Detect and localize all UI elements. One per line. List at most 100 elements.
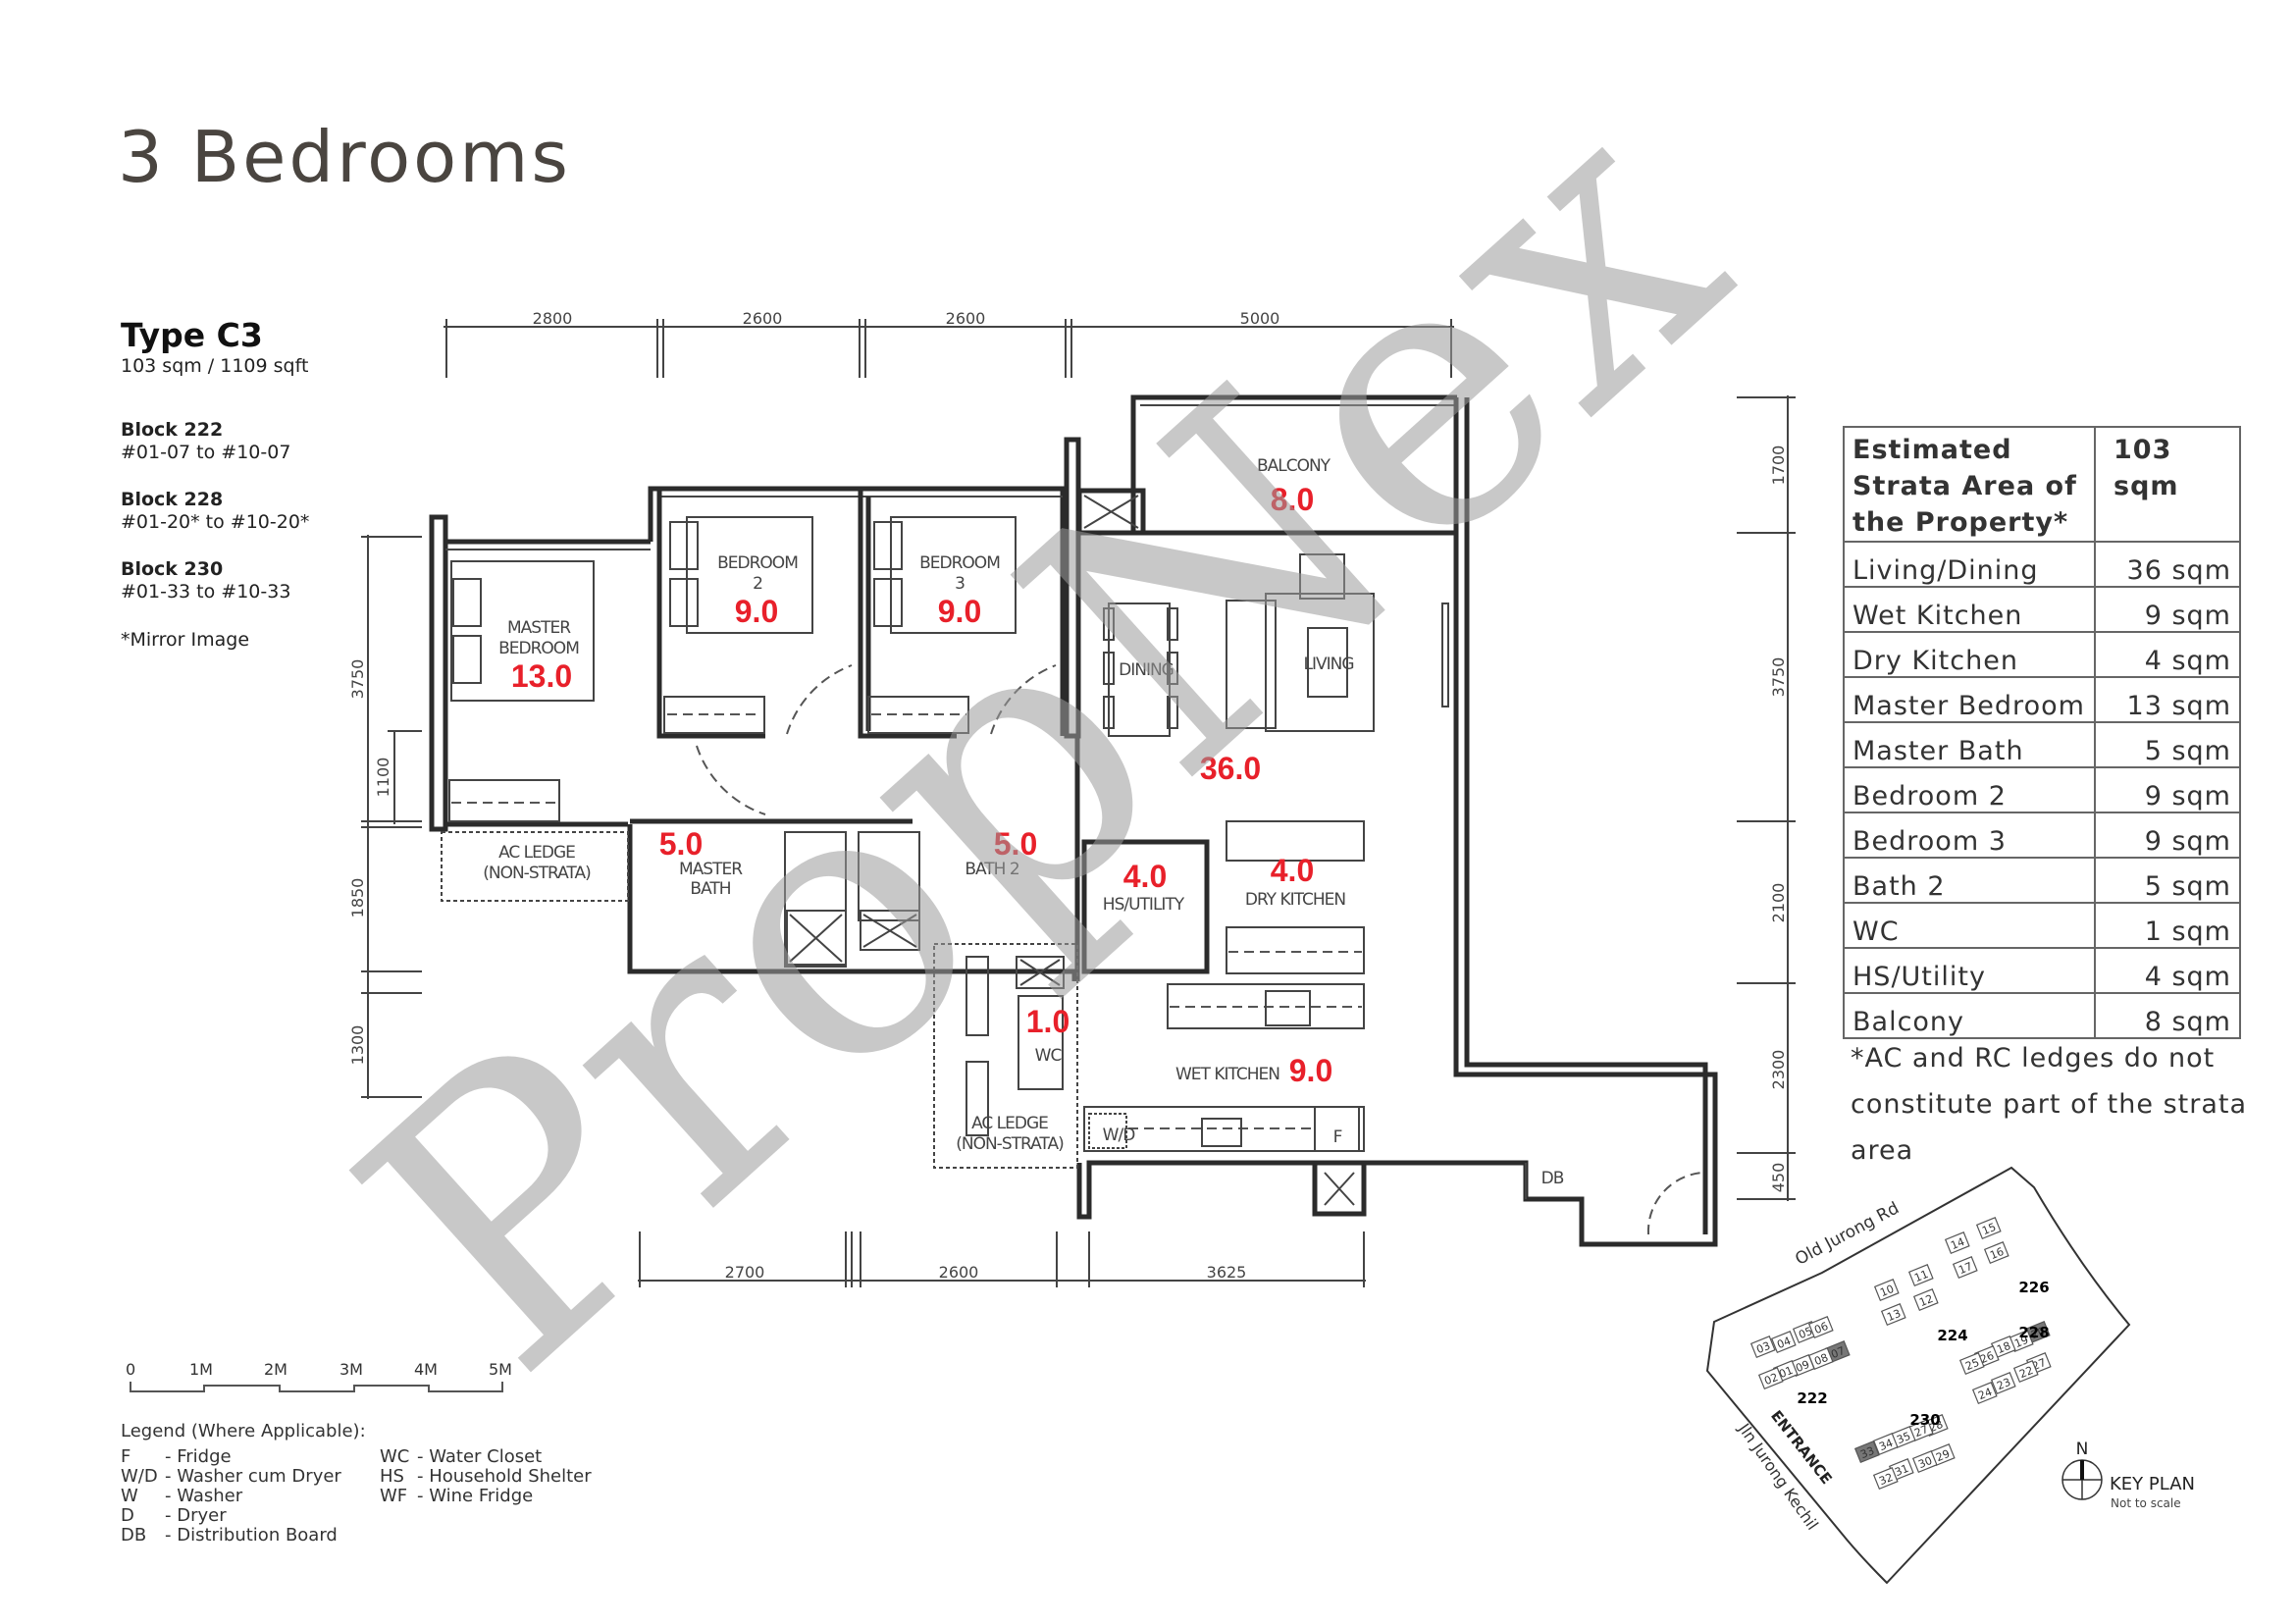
unit-footprint	[1807, 1316, 1834, 1339]
room-label-wc: WC	[1035, 1046, 1062, 1066]
key-plan-unit: 17	[1952, 1256, 1978, 1280]
key-plan: Old Jurong Rd ENTRANCE Jln Jurong Kechil…	[1705, 1166, 2195, 1585]
block-label: 228	[2018, 1324, 2049, 1341]
dim-right: 2300	[1769, 1050, 1788, 1090]
unit-number: 26	[1978, 1349, 1996, 1366]
legend-code: W/D	[121, 1466, 158, 1487]
unit-number: 14	[1949, 1235, 1966, 1252]
row-value: 1 sqm	[2094, 902, 2241, 949]
unit-footprint	[1911, 1450, 1938, 1474]
room-label-bedroom3: 3	[955, 574, 965, 594]
compass-icon	[2061, 1459, 2103, 1500]
key-plan-unit: 10	[1873, 1279, 1900, 1302]
unit-number: 32	[1877, 1471, 1895, 1488]
unit-number: 24	[1976, 1386, 1994, 1402]
washer-dryer-label: W/D	[1103, 1126, 1136, 1145]
legend-desc: - Washer cum Dryer	[165, 1466, 341, 1487]
key-plan-title: KEY PLAN	[2110, 1474, 2195, 1494]
unit-number: 22	[2017, 1364, 2035, 1381]
furniture	[441, 516, 1449, 1169]
dim-top: 2800	[533, 309, 573, 328]
unit-number: 02	[1762, 1371, 1780, 1388]
key-plan-unit: 14	[1944, 1231, 1970, 1255]
key-plan-unit: 15	[1975, 1217, 2002, 1240]
legend-item: F- Fridge	[121, 1447, 341, 1467]
room-label-bedroom2: BEDROOM	[717, 553, 798, 573]
scale-label: 4M	[414, 1360, 438, 1379]
unit-number: 12	[1917, 1292, 1935, 1309]
legend-desc: - Water Closet	[417, 1446, 543, 1467]
block-label: 222	[1797, 1389, 1827, 1407]
block-info: Block 222#01-07 to #10-07	[121, 419, 290, 464]
unit-number: 18	[1995, 1339, 2012, 1356]
block-name: Block 230	[121, 558, 224, 580]
row-value: 36 sqm	[2094, 541, 2241, 588]
scale-label: 1M	[189, 1360, 213, 1379]
block-label: 230	[1909, 1411, 1940, 1429]
fridge-label: F	[1333, 1127, 1342, 1147]
dim-top: 5000	[1240, 309, 1280, 328]
room-labels: MASTER BEDROOM BEDROOM 2 BEDROOM 3 BALCO…	[483, 456, 1564, 1188]
row-label: WC	[1843, 902, 2096, 949]
row-label: Wet Kitchen	[1843, 586, 2096, 633]
legend-item: W- Washer	[121, 1487, 341, 1506]
strata-area-table: Estimated Strata Area of the Property* 1…	[1843, 426, 2241, 1039]
row-label: Bedroom 2	[1843, 766, 2096, 813]
key-plan-unit: 02	[1757, 1367, 1784, 1390]
area-wet-kitchen: 9.0	[1289, 1053, 1332, 1088]
room-label-bath2: BATH 2	[965, 860, 1019, 879]
unit-footprint	[1990, 1372, 2016, 1395]
row-value: 5 sqm	[2094, 857, 2241, 904]
unit-footprint	[1873, 1279, 1900, 1302]
legend-desc: - Wine Fridge	[417, 1486, 534, 1506]
area-master-bath: 5.0	[659, 826, 703, 862]
dim-left: 1850	[348, 878, 367, 918]
row-label: Master Bath	[1843, 721, 2096, 768]
unit-type: Type C3	[121, 316, 263, 354]
room-label-dry-kitchen: DRY KITCHEN	[1245, 890, 1346, 910]
unit-footprint	[1853, 1441, 1880, 1464]
block-label: 226	[2018, 1279, 2049, 1296]
dim-right: 2100	[1769, 883, 1788, 923]
room-label-ac-ledge: (NON-STRATA)	[956, 1134, 1064, 1154]
unit-number: 33	[1858, 1444, 1876, 1461]
legend-code: D	[121, 1505, 134, 1526]
dim-left: 3750	[348, 659, 367, 700]
room-label-balcony: BALCONY	[1257, 456, 1331, 476]
unit-number: 09	[1794, 1358, 1811, 1375]
legend-desc: - Washer	[165, 1486, 243, 1506]
room-label-wet-kitchen: WET KITCHEN	[1175, 1065, 1279, 1084]
legend-item: HS- Household Shelter	[380, 1467, 592, 1487]
legend-item: WC- Water Closet	[380, 1447, 592, 1467]
row-value: 8 sqm	[2094, 992, 2241, 1039]
road-label: Jln Jurong Kechil	[1734, 1419, 1822, 1534]
key-plan-unit: 25	[1958, 1352, 1985, 1376]
dim-top: 2600	[743, 309, 783, 328]
legend-code: WF	[380, 1486, 408, 1506]
dimensions-right	[1737, 395, 1796, 1201]
block-name: Block 228	[121, 489, 224, 510]
row-value: 4 sqm	[2094, 631, 2241, 678]
dim-bottom: 2700	[725, 1263, 765, 1282]
unit-number: 35	[1895, 1430, 1912, 1446]
dim-left: 1100	[374, 758, 392, 798]
key-plan-unit: 32	[1872, 1467, 1899, 1491]
key-plan-unit: 34	[1872, 1433, 1899, 1456]
row-label: Master Bedroom	[1843, 676, 2096, 723]
unit-size: 103 sqm / 1109 sqft	[121, 355, 309, 377]
dim-bottom: 3625	[1207, 1263, 1247, 1282]
dimensions-top	[444, 319, 1454, 378]
key-plan-unit: 27	[1907, 1419, 1934, 1442]
area-labels: 13.0 9.0 9.0 8.0 36.0 5.0 5.0 4.0 4.0 1.…	[511, 482, 1332, 1088]
unit-number: 04	[1775, 1335, 1793, 1351]
area-wc: 1.0	[1026, 1004, 1070, 1039]
unit-number: 11	[1912, 1268, 1930, 1284]
key-plan-unit: 30	[1911, 1450, 1938, 1474]
walls	[429, 394, 1718, 1247]
area-master-bedroom: 13.0	[511, 658, 572, 694]
